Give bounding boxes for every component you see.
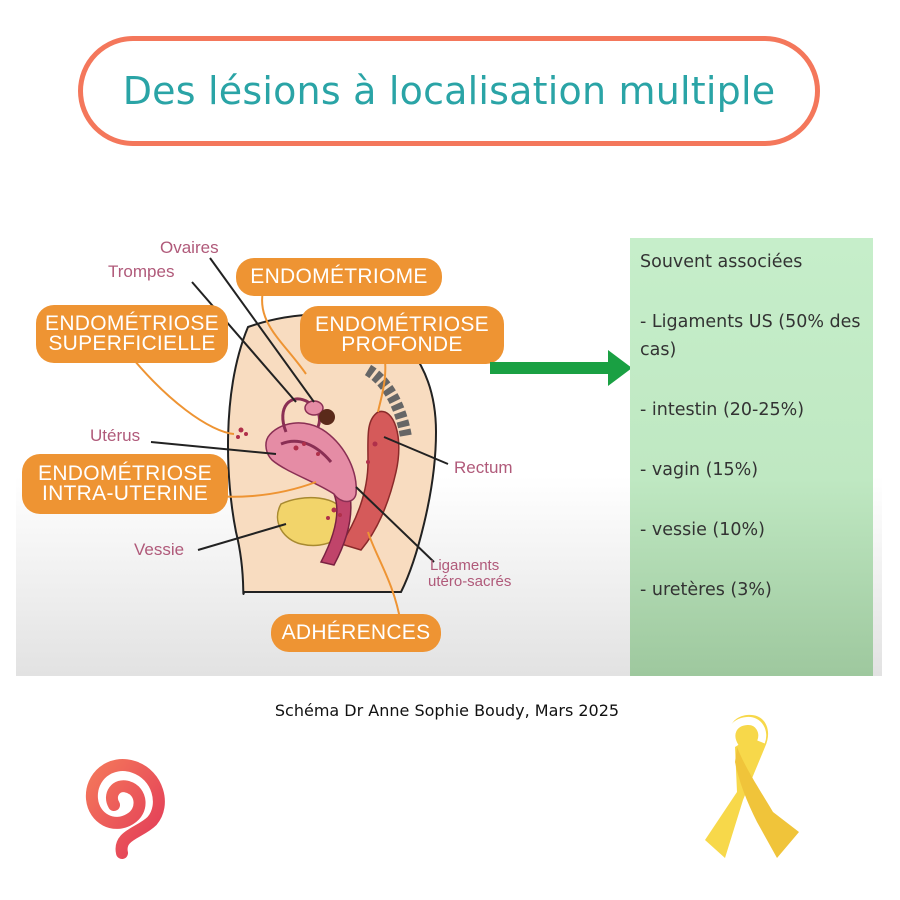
- panel-item-vessie: - vessie (10%): [640, 520, 765, 540]
- green-arrow-icon: [490, 350, 632, 386]
- tag-endometriome-text: ENDOMÉTRIOME: [250, 265, 428, 288]
- panel-item-intestin: - intestin (20-25%): [640, 400, 805, 420]
- panel-title: Souvent associées: [640, 252, 803, 272]
- tag-superficielle-line1: ENDOMÉTRIOSE: [45, 312, 219, 335]
- title-pill: Des lésions à localisation multiple: [78, 36, 820, 146]
- panel-item-vagin: - vagin (15%): [640, 460, 759, 480]
- label-uterus: Utérus: [90, 426, 141, 445]
- page-title: Des lésions à localisation multiple: [122, 69, 776, 113]
- tag-profonde-line2: PROFONDE: [341, 333, 463, 356]
- associated-locations-panel: Souvent associées - Ligaments US (50% de…: [630, 238, 873, 676]
- figure-caption: Schéma Dr Anne Sophie Boudy, Mars 2025: [274, 701, 620, 720]
- panel-item-ligaments: - Ligaments US (50% des cas): [640, 312, 861, 360]
- tag-endometriome: ENDOMÉTRIOME: [236, 258, 442, 296]
- label-ligaments-line2: utéro-sacrés: [428, 573, 512, 590]
- tag-endometriose-intra-uterine: ENDOMÉTRIOSE INTRA-UTERINE: [22, 454, 228, 514]
- spiral-logo-icon: [85, 759, 165, 859]
- tag-adherences-text: ADHÉRENCES: [281, 621, 431, 644]
- tag-adherences: ADHÉRENCES: [271, 614, 441, 652]
- tag-endometriose-profonde: ENDOMÉTRIOSE PROFONDE: [300, 306, 504, 364]
- awareness-ribbon-icon: [705, 714, 799, 858]
- tag-intra-line1: ENDOMÉTRIOSE: [38, 462, 212, 485]
- label-rectum: Rectum: [454, 458, 513, 477]
- label-trompes: Trompes: [108, 262, 175, 281]
- tag-profonde-line1: ENDOMÉTRIOSE: [315, 313, 489, 336]
- label-ligaments-line1: Ligaments: [430, 557, 500, 574]
- tag-endometriose-superficielle: ENDOMÉTRIOSE SUPERFICIELLE: [36, 305, 228, 363]
- label-vessie: Vessie: [134, 540, 185, 559]
- tag-intra-line2: INTRA-UTERINE: [41, 482, 209, 505]
- tag-superficielle-line2: SUPERFICIELLE: [48, 332, 216, 355]
- panel-item-ureteres: - uretères (3%): [640, 580, 772, 600]
- label-ovaires: Ovaires: [160, 238, 219, 257]
